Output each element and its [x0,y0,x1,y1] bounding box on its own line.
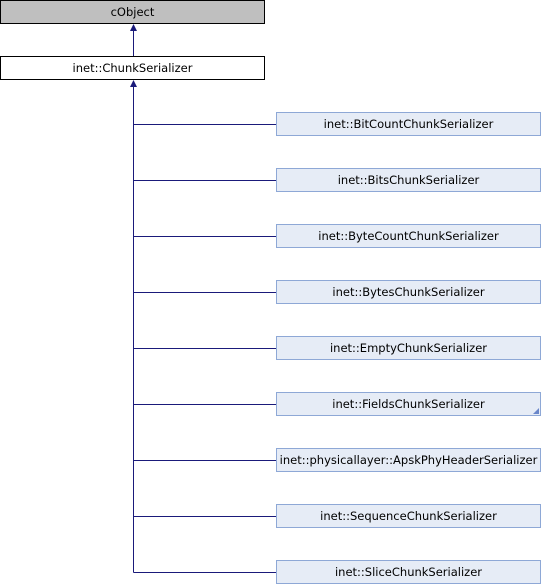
node-empty-chunk-serializer[interactable]: inet::EmptyChunkSerializer [276,336,541,360]
node-bitcount-chunk-serializer[interactable]: inet::BitCountChunkSerializer [276,112,541,136]
node-label: inet::BitsChunkSerializer [337,173,480,187]
node-chunk-serializer-label: inet::ChunkSerializer [72,61,193,75]
node-chunk-serializer[interactable]: inet::ChunkSerializer [0,56,265,80]
node-cobject-label: cObject [110,5,155,19]
node-bytes-chunk-serializer[interactable]: inet::BytesChunkSerializer [276,280,541,304]
node-slice-chunk-serializer[interactable]: inet::SliceChunkSerializer [276,560,541,584]
node-label: inet::ByteCountChunkSerializer [318,229,499,243]
node-label: inet::BytesChunkSerializer [332,285,485,299]
node-bytecount-chunk-serializer[interactable]: inet::ByteCountChunkSerializer [276,224,541,248]
node-label: inet::SequenceChunkSerializer [320,509,497,523]
arrow-to-base-icon [130,80,137,87]
node-bits-chunk-serializer[interactable]: inet::BitsChunkSerializer [276,168,541,192]
node-apsk-phy-header-serializer[interactable]: inet::physicallayer::ApskPhyHeaderSerial… [276,448,541,472]
node-label: inet::BitCountChunkSerializer [323,117,494,131]
node-fields-chunk-serializer[interactable]: inet::FieldsChunkSerializer [276,392,541,416]
node-label: inet::physicallayer::ApskPhyHeaderSerial… [279,453,538,467]
arrow-to-root-icon [130,24,137,31]
node-label: inet::FieldsChunkSerializer [332,397,485,411]
node-sequence-chunk-serializer[interactable]: inet::SequenceChunkSerializer [276,504,541,528]
node-cobject[interactable]: cObject [0,0,265,24]
node-label: inet::EmptyChunkSerializer [329,341,488,355]
more-subclasses-corner-icon [533,408,539,414]
node-label: inet::SliceChunkSerializer [334,565,483,579]
